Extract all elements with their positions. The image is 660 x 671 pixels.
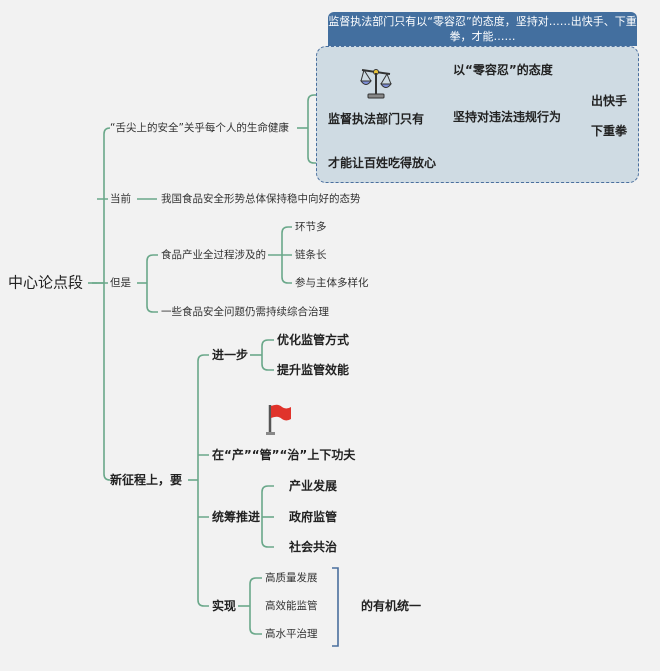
callout-child[interactable]: 坚持对违法违规行为 bbox=[453, 110, 562, 124]
coordinate-item[interactable]: 社会共治 bbox=[289, 540, 338, 554]
callout-node[interactable]: 监督执法部门只有 bbox=[328, 112, 425, 126]
achieve-node[interactable]: 实现 bbox=[212, 599, 237, 613]
callout-action[interactable]: 下重拳 bbox=[591, 124, 628, 138]
callout-box bbox=[316, 46, 639, 183]
scales-icon bbox=[360, 69, 392, 99]
achieve-item[interactable]: 高效能监管 bbox=[265, 599, 318, 612]
achieve-item[interactable]: 高质量发展 bbox=[265, 571, 318, 584]
branch-1[interactable]: “舌尖上的安全”关乎每个人的生命健康 bbox=[110, 121, 289, 134]
root-node[interactable]: 中心论点段 bbox=[8, 273, 84, 292]
callout-header: 监督执法部门只有以“零容忍”的态度，坚持对……出快手、下重拳，才能…… bbox=[328, 12, 637, 46]
achieve-summary[interactable]: 的有机统一 bbox=[361, 599, 422, 613]
branch-3-child[interactable]: 食品产业全过程涉及的 bbox=[161, 248, 266, 261]
callout-child[interactable]: 以“零容忍”的态度 bbox=[453, 63, 553, 77]
branch-3-child[interactable]: 一些食品安全问题仍需持续综合治理 bbox=[161, 305, 329, 318]
branch-3-item[interactable]: 链条长 bbox=[295, 248, 327, 261]
branch-2[interactable]: 当前 bbox=[110, 192, 131, 205]
further-item[interactable]: 提升监管效能 bbox=[277, 363, 350, 377]
further-item[interactable]: 优化监管方式 bbox=[277, 333, 350, 347]
branch-3[interactable]: 但是 bbox=[110, 276, 131, 289]
effort-node[interactable]: 在“产”“管”“治”上下功夫 bbox=[212, 448, 356, 462]
further-node[interactable]: 进一步 bbox=[212, 348, 249, 362]
coordinate-node[interactable]: 统筹推进 bbox=[212, 510, 261, 524]
branch-4[interactable]: 新征程上，要 bbox=[110, 473, 183, 487]
callout-result[interactable]: 才能让百姓吃得放心 bbox=[328, 156, 437, 170]
callout-action[interactable]: 出快手 bbox=[591, 94, 628, 108]
flag-icon bbox=[266, 404, 291, 435]
branch-3-item[interactable]: 参与主体多样化 bbox=[295, 276, 369, 289]
achieve-item[interactable]: 高水平治理 bbox=[265, 627, 318, 640]
branch-3-item[interactable]: 环节多 bbox=[295, 220, 327, 233]
coordinate-item[interactable]: 政府监管 bbox=[289, 510, 338, 524]
coordinate-item[interactable]: 产业发展 bbox=[289, 479, 338, 493]
branch-2-child[interactable]: 我国食品安全形势总体保持稳中向好的态势 bbox=[161, 192, 361, 205]
